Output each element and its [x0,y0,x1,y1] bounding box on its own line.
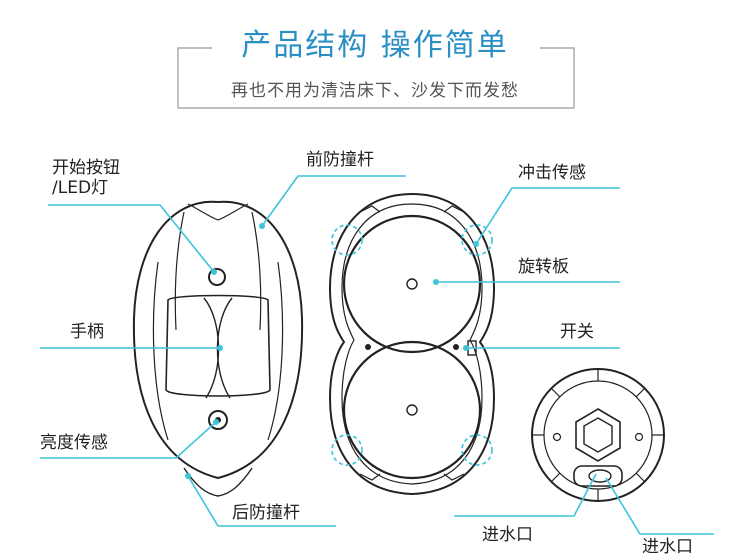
label-front-bumper: 前防撞杆 [306,150,374,170]
water-inlet-hole [588,469,612,483]
leader-lines [40,175,714,535]
label-start-button: 开始按钮 [52,158,120,178]
device-top-view [132,200,304,497]
label-switch: 开关 [560,322,594,342]
label-rotating-plate: 旋转板 [518,257,569,277]
device-bottom-view [328,192,496,496]
label-handle: 手柄 [70,322,104,342]
impact-sensor-highlights [331,224,493,466]
page-title: 产品结构 操作简单 [241,28,509,63]
label-rear-bumper: 后防撞杆 [232,503,300,523]
page-subtitle: 再也不用为清洁床下、沙发下而发愁 [231,81,519,101]
label-water-inlet-1: 进水口 [482,525,533,545]
leader-dots [185,223,479,479]
brightness-sensor-circle [208,410,228,430]
label-brightness-sensor: 亮度传感 [40,433,108,453]
rotating-plate-top [342,214,482,354]
rotating-plate-bottom [342,340,482,480]
label-led-light: /LED灯 [52,178,109,198]
label-water-inlet-2: 进水口 [642,537,693,557]
title-frame [177,47,575,109]
start-button-circle [208,268,226,286]
water-tank-cap [531,368,665,502]
label-impact-sensor: 冲击传感 [518,163,586,183]
